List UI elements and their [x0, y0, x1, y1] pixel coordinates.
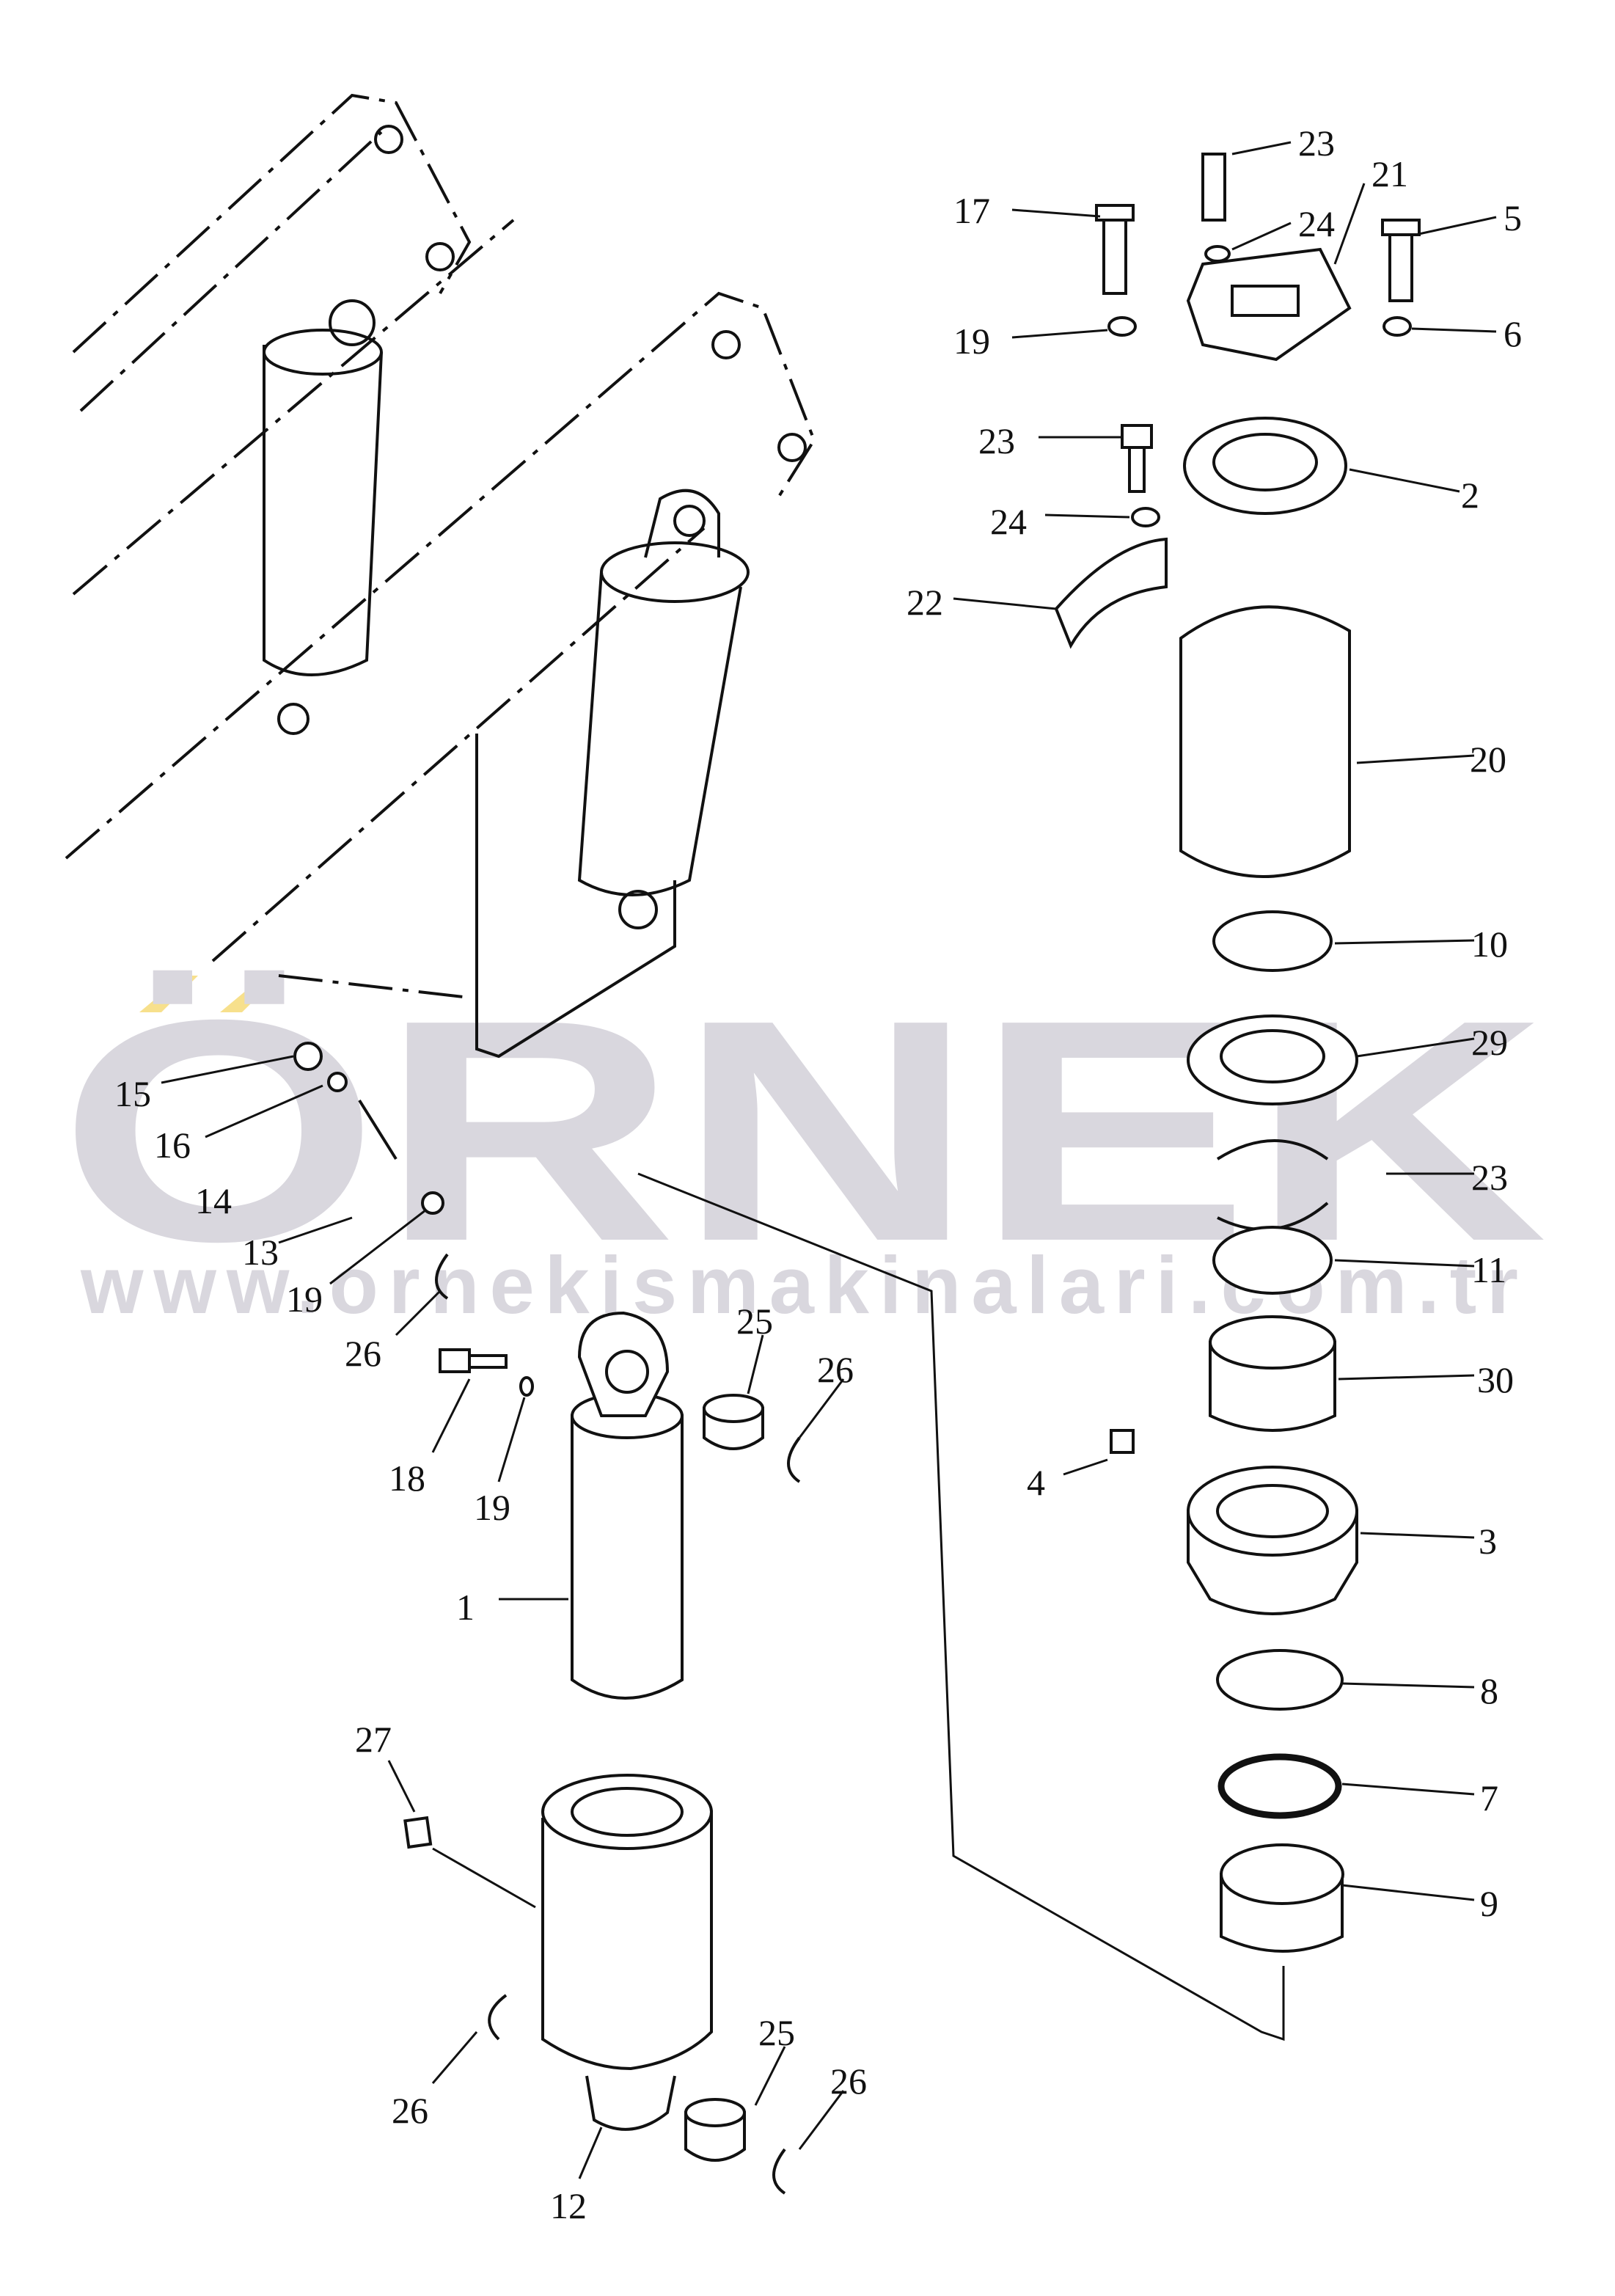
label-7: 7 — [1480, 1777, 1498, 1818]
bolt-17 — [1102, 219, 1127, 295]
label-14: 14 — [195, 1180, 232, 1221]
label-26: 26 — [345, 1333, 381, 1374]
right-parts — [637, 153, 1421, 2041]
watermark-accent — [139, 976, 198, 1012]
label-19: 19 — [474, 1487, 510, 1528]
label-1: 1 — [456, 1587, 475, 1628]
grease-fitting-4 — [1110, 1429, 1135, 1454]
label-30: 30 — [1477, 1359, 1514, 1400]
snap-ring-26 — [787, 1436, 801, 1483]
cylinder-1 — [571, 1414, 684, 1700]
label-23: 23 — [978, 420, 1015, 461]
flange-29 — [1187, 1014, 1358, 1105]
leader-lines — [161, 141, 1497, 2179]
watermark-accent — [220, 976, 279, 1012]
snap-ring-26d — [488, 1994, 508, 2041]
part-labels: 23 21 17 24 5 19 6 23 2 24 22 20 10 29 2… — [114, 123, 1522, 2226]
label-24: 24 — [990, 501, 1027, 542]
watermark: ÖRNEK www.ornekismakinalari.com.tr — [59, 955, 1548, 1331]
ring-10 — [1212, 910, 1333, 972]
bolt-23 — [1201, 153, 1226, 222]
label-17: 17 — [953, 190, 990, 231]
label-22: 22 — [907, 582, 943, 623]
label-21: 21 — [1372, 153, 1408, 194]
seal-11 — [1212, 1226, 1333, 1295]
o-ring-8 — [1216, 1649, 1344, 1711]
label-23: 23 — [1298, 123, 1335, 164]
label-13: 13 — [242, 1232, 279, 1273]
plate-22 — [1054, 537, 1168, 649]
bolt-23b — [1128, 446, 1146, 493]
snap-ring-26c — [772, 2148, 786, 2195]
cover-20 — [1179, 605, 1351, 878]
frame-assembly — [65, 93, 816, 1059]
label-20: 20 — [1470, 739, 1506, 780]
flange-2 — [1183, 417, 1347, 515]
label-26: 26 — [817, 1349, 854, 1390]
label-19: 19 — [286, 1279, 323, 1320]
label-26: 26 — [392, 2090, 428, 2131]
cover-21 — [1186, 247, 1352, 362]
label-6: 6 — [1504, 313, 1522, 354]
label-4: 4 — [1027, 1462, 1045, 1503]
body-12 — [541, 1810, 713, 2071]
label-18: 18 — [389, 1458, 425, 1499]
label-16: 16 — [154, 1125, 191, 1166]
bolt-5 — [1388, 233, 1413, 302]
seal-7 — [1217, 1753, 1342, 1819]
label-27: 27 — [355, 1719, 392, 1760]
bolt-18 — [439, 1348, 471, 1373]
label-2: 2 — [1461, 475, 1479, 516]
label-29: 29 — [1471, 1022, 1508, 1063]
label-19: 19 — [953, 321, 990, 362]
plate-27 — [403, 1816, 433, 1849]
label-9: 9 — [1480, 1883, 1498, 1924]
label-15: 15 — [114, 1073, 151, 1114]
label-3: 3 — [1479, 1521, 1497, 1562]
snap-ring-26b — [435, 1253, 449, 1300]
label-26: 26 — [830, 2061, 867, 2102]
label-23: 23 — [1471, 1157, 1508, 1198]
cylinder-assembly — [293, 1042, 801, 2195]
label-5: 5 — [1504, 197, 1522, 238]
label-12: 12 — [550, 2185, 587, 2226]
label-25: 25 — [736, 1301, 773, 1342]
label-25: 25 — [758, 2012, 795, 2053]
label-24: 24 — [1298, 203, 1335, 244]
label-8: 8 — [1480, 1670, 1498, 1711]
label-10: 10 — [1471, 924, 1508, 965]
label-11: 11 — [1471, 1249, 1506, 1290]
